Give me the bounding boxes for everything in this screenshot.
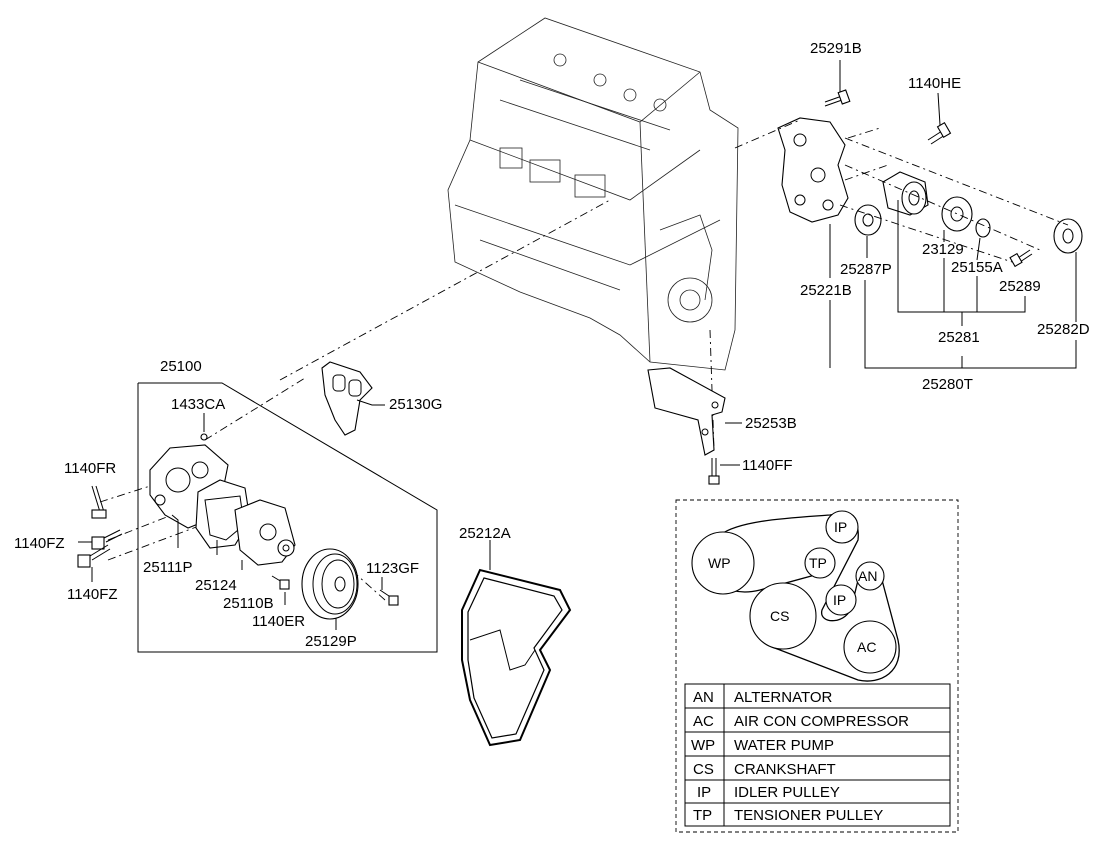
pulley-label-ip-mid: IP (833, 592, 846, 608)
label-1140fz-lower: 1140FZ (67, 586, 118, 603)
label-23129: 23129 (922, 241, 964, 258)
legend-abbr: AN (693, 689, 714, 706)
pulley-label-tp: TP (809, 555, 827, 571)
pulley-an (855, 561, 885, 591)
pulley-wp (691, 531, 755, 595)
bolt-25291b (824, 89, 851, 107)
pulley-tp (804, 547, 836, 579)
label-25129p: 25129P (305, 633, 357, 650)
label-25287p: 25287P (840, 261, 892, 278)
pulley-ac (843, 620, 897, 674)
part-labels: 25291B 1140HE 23129 25155A 25287P 25221B… (14, 40, 1090, 650)
label-1140ff: 1140FF (742, 457, 793, 474)
tensioner-bracket-assembly (777, 117, 1083, 254)
label-25291b: 25291B (810, 40, 862, 57)
belt-routing-panel: WP IP TP AN IP CS AC AN ALTERNATOR AC AI… (675, 499, 959, 833)
bolt-1140he (927, 122, 952, 145)
legend-abbr: CS (693, 761, 714, 778)
water-pump-housing (149, 433, 296, 566)
bolt-1140fz-lower (77, 544, 111, 568)
drive-belt-25212a (461, 568, 572, 747)
label-1433ca: 1433CA (171, 396, 225, 413)
legend-desc: WATER PUMP (734, 737, 834, 754)
label-25212a: 25212A (459, 525, 511, 542)
bolt-1140er (271, 575, 290, 590)
label-25111p: 25111P (143, 559, 193, 576)
label-25130g: 25130G (389, 396, 442, 413)
label-25281: 25281 (938, 329, 980, 346)
pulley-ip-mid (825, 584, 857, 616)
legend-desc: ALTERNATOR (734, 689, 833, 706)
pulley-label-an: AN (858, 568, 877, 584)
legend-abbr: IP (697, 784, 711, 801)
pulley-cs (749, 582, 817, 650)
pulley-25129p (301, 548, 359, 620)
label-25280t: 25280T (922, 376, 973, 393)
pulley-label-cs: CS (770, 608, 789, 624)
label-25221b: 25221B (800, 282, 852, 299)
leader-lines (78, 60, 1077, 630)
pulley-label-wp: WP (708, 555, 731, 571)
engine-block-illustration (447, 17, 739, 371)
bolt-1140fz-upper (91, 529, 123, 550)
label-25100: 25100 (160, 358, 202, 375)
bolt-1140ff (708, 458, 720, 485)
gasket-25130g (321, 361, 373, 436)
label-25289: 25289 (999, 278, 1041, 295)
pulley-label-ac: AC (857, 639, 876, 655)
legend-desc: AIR CON COMPRESSOR (734, 713, 909, 730)
legend-desc: IDLER PULLEY (734, 784, 840, 801)
label-25110b: 25110B (223, 595, 274, 612)
label-1140he: 1140HE (908, 75, 961, 92)
water-pump-group-box (137, 382, 438, 653)
label-1140fr: 1140FR (64, 460, 116, 477)
bolt-1140fr (91, 485, 107, 519)
label-1123gf: 1123GF (366, 560, 419, 577)
legend-abbr: TP (693, 807, 712, 824)
legend-desc: TENSIONER PULLEY (734, 807, 883, 824)
label-1140er: 1140ER (252, 613, 305, 630)
legend-abbr: WP (691, 737, 715, 754)
label-25282d: 25282D (1037, 321, 1090, 338)
label-25155a: 25155A (951, 259, 1003, 276)
label-25253b: 25253B (745, 415, 797, 432)
bracket-25253b (647, 367, 726, 456)
legend-desc: CRANKSHAFT (734, 761, 836, 778)
bolt-25289 (1009, 249, 1033, 268)
label-1140fz-upper: 1140FZ (14, 535, 65, 552)
legend-table: AN ALTERNATOR AC AIR CON COMPRESSOR WP W… (684, 683, 951, 827)
pulley-label-ip-top: IP (834, 519, 847, 535)
bolt-1123gf (379, 589, 399, 606)
legend-abbr: AC (693, 713, 714, 730)
pulley-ip-top (825, 510, 859, 544)
label-25124: 25124 (195, 577, 237, 594)
